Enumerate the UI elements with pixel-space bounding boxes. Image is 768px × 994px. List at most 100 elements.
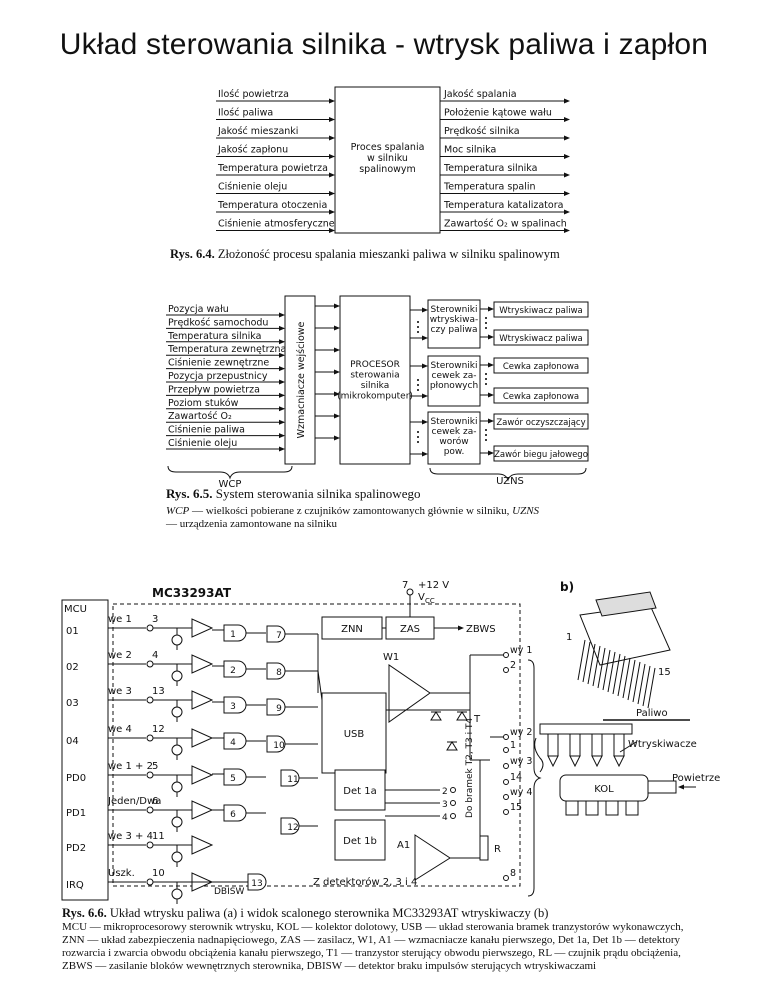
det-pin-number: 3 bbox=[442, 800, 448, 810]
fig2-caption-number: Rys. 6.5. bbox=[166, 486, 213, 501]
det-pin bbox=[450, 813, 456, 819]
ellipsis-dot bbox=[417, 379, 419, 381]
output-pin bbox=[503, 794, 509, 800]
rl-label: R bbox=[494, 844, 501, 855]
controller-label: Sterowniki bbox=[430, 361, 477, 371]
diode-icon bbox=[430, 711, 442, 721]
chip-pin-number: 6 bbox=[152, 796, 158, 807]
cpu-to-controller-arrowhead bbox=[422, 419, 428, 425]
amp-to-cpu-arrowhead bbox=[334, 413, 340, 419]
actuator-label: Wtryskiwacz paliwa bbox=[499, 306, 582, 316]
injector-nozzle-icon bbox=[613, 755, 625, 768]
combustion-process-box bbox=[334, 86, 441, 234]
fig2-legend-wcp-desc: — wielkości pobierane z czujników zamont… bbox=[189, 505, 513, 517]
fig2-legend-line2: — urządzenia zamontowane na silniku bbox=[166, 518, 338, 530]
chip-pin-number: 11 bbox=[152, 831, 165, 842]
controller-label: wtryskiwa- bbox=[430, 315, 478, 325]
fig1-input-label: Ilość paliwa bbox=[218, 108, 273, 119]
fig2-input-label: Temperatura zewnętrzna bbox=[167, 344, 286, 355]
logic-node-icon bbox=[280, 817, 300, 835]
amp-to-cpu-arrowhead bbox=[334, 369, 340, 375]
fig2-input-label: Pozycja przepustnicy bbox=[168, 371, 268, 382]
gate-number: 6 bbox=[230, 810, 236, 820]
output-pin bbox=[503, 652, 509, 658]
output-pin bbox=[503, 809, 509, 815]
ellipsis-dot bbox=[485, 429, 487, 431]
vcc-label-sub: CC bbox=[425, 597, 435, 605]
input-buffer-icon bbox=[191, 800, 214, 820]
fig1-input-label: Jakość zapłonu bbox=[217, 145, 288, 156]
output-pin bbox=[503, 667, 509, 673]
actuator-label: Zawór biegu jałowego bbox=[494, 449, 588, 460]
node-number: 13 bbox=[251, 879, 262, 889]
input-buffer-icon bbox=[191, 654, 214, 674]
fig2-input-label: Prędkość samochodu bbox=[168, 317, 268, 328]
det-pin bbox=[450, 800, 456, 806]
ellipsis-dot bbox=[485, 317, 487, 319]
fig2-legend-uzns: UZNS bbox=[512, 505, 540, 517]
injectors-leader bbox=[619, 741, 637, 753]
node-number: 10 bbox=[273, 741, 285, 751]
ellipsis-dot bbox=[485, 327, 487, 329]
input-signal-label: Uszk. bbox=[108, 868, 135, 879]
vcc-label: V bbox=[418, 592, 425, 603]
fig1-input-arrowhead bbox=[329, 154, 335, 159]
a1-amplifier-icon bbox=[414, 834, 451, 881]
injector-nozzle-icon bbox=[547, 755, 559, 768]
air-inlet-pipe bbox=[647, 780, 677, 794]
det1b-label: Det 1b bbox=[343, 836, 377, 847]
fig2-input-arrowhead bbox=[279, 419, 285, 425]
fig3-legend-line: rozwarcia i zwarcia obwodu obciążenia ka… bbox=[62, 947, 681, 959]
chip-pin-number: 4 bbox=[152, 650, 158, 661]
output-pin-label: 2 bbox=[510, 660, 516, 671]
output-pin bbox=[503, 875, 509, 881]
node-number: 12 bbox=[287, 823, 298, 833]
logic-node-icon bbox=[266, 662, 286, 680]
air-arrowhead bbox=[678, 784, 684, 790]
controller-label: pow. bbox=[444, 447, 465, 457]
fig2-input-label: Zawartość O₂ bbox=[168, 411, 232, 422]
fig2-input-label: Ciśnienie oleju bbox=[168, 438, 237, 449]
manifold-runner bbox=[625, 800, 639, 816]
controller-label: worów bbox=[439, 436, 468, 447]
fig1-input-label: Ciśnienie oleju bbox=[218, 182, 287, 193]
controller-to-actuator-arrowhead bbox=[488, 392, 494, 398]
cpu-to-controller-arrowhead bbox=[422, 393, 428, 399]
diode-icon bbox=[446, 741, 458, 751]
w1-amplifier-icon bbox=[388, 664, 431, 723]
injector-icon bbox=[547, 733, 559, 757]
fig2-input-label: Poziom stuków bbox=[168, 398, 239, 409]
input-pin bbox=[146, 660, 154, 668]
gate-number: 5 bbox=[230, 774, 236, 784]
fig1-caption-text: Złożoność procesu spalania mieszanki pal… bbox=[217, 247, 560, 261]
diode-icon bbox=[456, 711, 468, 721]
and-gate-icon bbox=[223, 660, 247, 678]
zas-label: ZAS bbox=[400, 624, 420, 635]
chip-pin-number: 13 bbox=[152, 686, 165, 697]
fig2-input-arrowhead bbox=[279, 366, 285, 372]
input-buffer-icon bbox=[191, 765, 214, 785]
fig1-output-label: Temperatura spalin bbox=[443, 182, 535, 193]
fig2-input-arrowhead bbox=[279, 406, 285, 412]
amp-to-cpu-arrowhead bbox=[334, 303, 340, 309]
w1-label: W1 bbox=[383, 652, 399, 663]
input-pin bbox=[146, 624, 154, 632]
fig3-legend-line: ZNN — układ zabezpieczenia nadnapięciowe… bbox=[62, 934, 681, 946]
processor-label: silnika bbox=[361, 381, 389, 391]
ic-lead bbox=[602, 649, 611, 691]
and-gate-icon bbox=[223, 768, 247, 786]
usb-label: USB bbox=[344, 729, 365, 740]
current-source-icon bbox=[171, 781, 183, 793]
input-amplifiers-label: Wzmacniacze wejściowe bbox=[296, 321, 307, 438]
fig1-input-arrowhead bbox=[329, 228, 335, 233]
ellipsis-dot bbox=[417, 321, 419, 323]
output-pin-label: wy 3 bbox=[510, 756, 532, 767]
fig2-input-label: Pozycja wału bbox=[168, 304, 229, 315]
fig1-input-arrowhead bbox=[329, 98, 335, 104]
chip-name: MC33293AT bbox=[152, 586, 232, 600]
injector-nozzle-icon bbox=[591, 755, 603, 768]
ic-lead bbox=[607, 651, 616, 693]
panel-b-label: b) bbox=[560, 580, 574, 594]
mcu-port-label: PD0 bbox=[66, 773, 86, 784]
